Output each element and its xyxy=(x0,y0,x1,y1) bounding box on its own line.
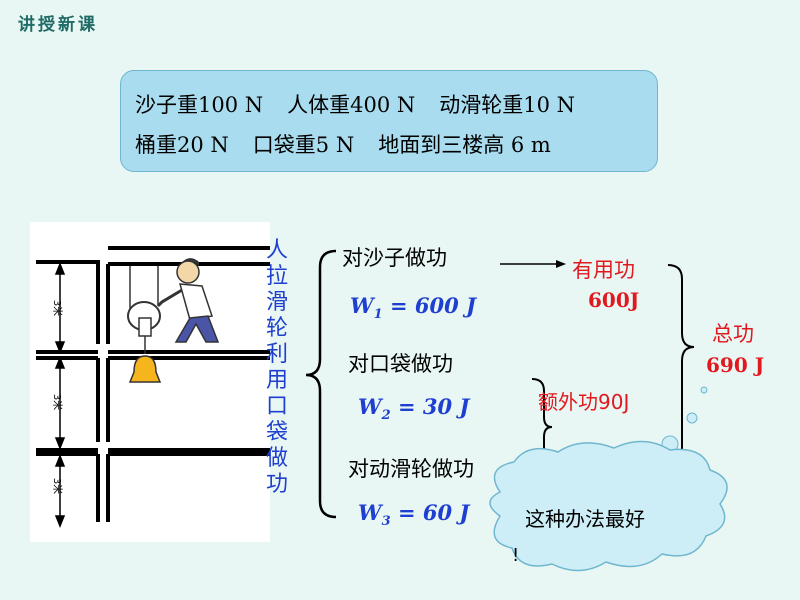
info-body-weight: 人体重400 N xyxy=(287,93,416,117)
floor-label-1: 3米 xyxy=(51,300,64,316)
item-sand-label: 对沙子做功 xyxy=(342,246,447,270)
left-brace xyxy=(305,249,337,519)
method-vertical-text: 人拉滑轮利用口袋做功 xyxy=(260,238,294,498)
vertical-char: 人 xyxy=(265,238,288,263)
thought-bubble xyxy=(489,386,728,572)
info-height: 地面到三楼高 6 m xyxy=(378,133,551,157)
info-line-1: 沙子重100 N 人体重400 N 动滑轮重10 N xyxy=(135,89,599,119)
item-bag-formula: W2 = 30 J xyxy=(358,394,470,424)
extra-work-label: 额外功90J xyxy=(538,390,630,414)
useful-work-value: 600J xyxy=(588,288,640,312)
bubble-exclamation: ! xyxy=(512,545,520,566)
info-pulley-weight: 动滑轮重10 N xyxy=(439,93,576,117)
height-arrows xyxy=(54,261,66,529)
bubble-text: 这种办法最好 xyxy=(525,507,645,531)
info-line-2: 桶重20 N 口袋重5 N 地面到三楼高 6 m xyxy=(135,129,575,159)
item-pulley-label: 对动滑轮做功 xyxy=(348,457,474,481)
useful-work-label: 有用功 xyxy=(572,258,635,282)
vertical-char: 滑 xyxy=(265,290,288,315)
total-work-value: 690 J xyxy=(706,353,765,377)
building-illustration: 3米 3米 3米 xyxy=(30,222,270,542)
item-sand-formula: W1 = 600 J xyxy=(350,293,476,323)
floor-label-3: 3米 xyxy=(51,478,64,494)
vertical-char: 口 xyxy=(265,394,288,419)
vertical-char: 袋 xyxy=(265,420,288,445)
info-sand-weight: 沙子重100 N xyxy=(135,93,264,117)
person-icon xyxy=(156,258,220,343)
pulley-system xyxy=(127,266,162,383)
info-bucket-weight: 桶重20 N xyxy=(135,133,229,157)
info-bag-weight: 口袋重5 N xyxy=(252,133,355,157)
bag-icon xyxy=(128,355,162,383)
vertical-char: 功 xyxy=(265,472,288,497)
item-pulley-formula: W3 = 60 J xyxy=(358,500,470,530)
vertical-char: 做 xyxy=(265,446,288,471)
vertical-char: 用 xyxy=(265,368,288,393)
vertical-char: 轮 xyxy=(265,316,288,341)
floor-label-2: 3米 xyxy=(51,394,64,410)
info-box: 沙子重100 N 人体重400 N 动滑轮重10 N 桶重20 N 口袋重5 N 地面到… xyxy=(120,70,658,172)
total-work-label: 总功 xyxy=(712,322,754,346)
vertical-char: 利 xyxy=(265,342,288,367)
section-header: 讲授新课 xyxy=(18,15,98,35)
vertical-char: 拉 xyxy=(265,264,288,289)
item-bag-label: 对口袋做功 xyxy=(348,352,453,376)
arrow-head xyxy=(556,260,566,268)
